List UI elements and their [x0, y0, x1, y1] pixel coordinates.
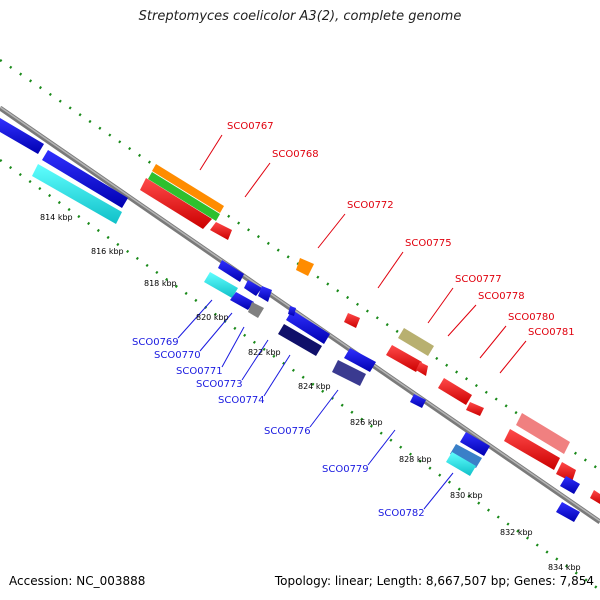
kbp-tick-label: 832 kbp — [500, 528, 533, 537]
kbp-tick-label: 824 kbp — [298, 382, 331, 391]
kbp-tick-label: 814 kbp — [40, 213, 73, 222]
gene-sco0770[interactable] — [230, 292, 254, 310]
gene-sco0773[interactable] — [286, 310, 330, 344]
gene-label-leader-line — [221, 326, 245, 368]
gene-reverse-j[interactable] — [446, 452, 476, 476]
gene-label[interactable]: SCO0776 — [264, 426, 311, 437]
kbp-tick-label: 816 kbp — [91, 247, 124, 256]
gene-label-leader-line — [479, 325, 507, 359]
genome-summary: Topology: linear; Length: 8,667,507 bp; … — [274, 574, 594, 588]
gene-label[interactable]: SCO0774 — [218, 395, 265, 406]
gene-sco0778[interactable] — [416, 362, 428, 376]
gene-forward-f[interactable] — [556, 462, 576, 482]
gene-forward-e[interactable] — [504, 429, 560, 470]
gene-label-leader-line — [447, 304, 477, 337]
gene-sco0771[interactable] — [248, 302, 264, 318]
gene-label[interactable]: SCO0772 — [347, 200, 394, 211]
gene-reverse-g[interactable] — [288, 306, 296, 316]
gene-label[interactable]: SCO0778 — [478, 291, 525, 302]
accession-label: Accession: NC_003888 — [9, 574, 146, 588]
gene-label-leader-line — [427, 287, 454, 324]
gene-label[interactable]: SCO0769 — [132, 337, 179, 348]
gene-sco0782[interactable] — [450, 444, 482, 468]
gene-label[interactable]: SCO0782 — [378, 508, 425, 519]
kbp-tick-label: 820 kbp — [196, 313, 229, 322]
gene-reverse-c[interactable] — [32, 164, 122, 224]
gene-sco0768[interactable] — [148, 172, 220, 221]
gene-reverse-e[interactable] — [244, 280, 262, 296]
gene-forward-g[interactable] — [590, 490, 600, 504]
gene-label-leader-line — [377, 251, 404, 289]
gene-forward-b[interactable] — [210, 222, 232, 240]
gene-label[interactable]: SCO0779 — [322, 464, 369, 475]
outer-dotted-guide-forward — [0, 58, 600, 472]
gene-label-leader-line — [309, 389, 339, 428]
gene-reverse-l[interactable] — [556, 502, 580, 522]
forward-gene-labels: SCO0767SCO0768SCO0772SCO0775SCO0777SCO07… — [199, 121, 575, 374]
reverse-genes[interactable] — [0, 118, 580, 522]
outer-dotted-guide-reverse — [0, 158, 600, 592]
gene-sco0769[interactable] — [204, 272, 238, 298]
gene-label[interactable]: SCO0780 — [508, 312, 555, 323]
gene-reverse-i[interactable] — [410, 394, 426, 408]
gene-sco0767[interactable] — [152, 164, 224, 213]
gene-label-leader-line — [177, 299, 213, 339]
gene-label-leader-line — [499, 340, 527, 374]
gene-sco0780[interactable] — [438, 378, 472, 405]
gene-forward-d[interactable] — [516, 413, 570, 454]
gene-label[interactable]: SCO0770 — [154, 350, 201, 361]
gene-sco0774[interactable] — [278, 324, 322, 356]
gene-sco0777[interactable] — [386, 345, 422, 372]
gene-forward-a[interactable] — [140, 178, 212, 229]
kbp-tick-label: 830 kbp — [450, 491, 483, 500]
gene-label[interactable]: SCO0771 — [176, 366, 223, 377]
gene-forward-c[interactable] — [344, 313, 360, 328]
gene-sco0779[interactable] — [460, 432, 490, 456]
gene-label[interactable]: SCO0773 — [196, 379, 243, 390]
kbp-tick-label: 828 kbp — [399, 455, 432, 464]
gene-reverse-k[interactable] — [560, 476, 580, 494]
forward-genes[interactable] — [140, 164, 600, 504]
gene-label-leader-line — [367, 429, 396, 466]
gene-label[interactable]: SCO0768 — [272, 149, 319, 160]
gene-sco0775[interactable] — [398, 328, 434, 356]
kbp-tick-label: 834 kbp — [548, 563, 581, 572]
gene-label-leader-line — [263, 354, 291, 397]
gene-sco0776[interactable] — [344, 348, 376, 372]
gene-label[interactable]: SCO0777 — [455, 274, 502, 285]
gene-reverse-b[interactable] — [42, 150, 128, 208]
gene-label-leader-line — [317, 213, 346, 249]
gene-sco0772[interactable] — [296, 258, 314, 276]
gene-label[interactable]: SCO0781 — [528, 327, 575, 338]
kbp-tick-label: 826 kbp — [350, 418, 383, 427]
map-title: Streptomyces coelicolor A3(2), complete … — [138, 9, 462, 24]
gene-reverse-f[interactable] — [258, 286, 272, 302]
genome-backbone — [0, 105, 600, 525]
gene-label[interactable]: SCO0775 — [405, 238, 452, 249]
kbp-tick-label: 818 kbp — [144, 279, 177, 288]
gene-label-leader-line — [244, 162, 271, 198]
gene-label-leader-line — [423, 472, 454, 510]
gene-label-leader-line — [241, 339, 269, 381]
gene-reverse-h[interactable] — [332, 360, 366, 386]
gene-sco0781[interactable] — [466, 402, 484, 416]
gene-label[interactable]: SCO0767 — [227, 121, 274, 132]
gene-reverse-d[interactable] — [218, 260, 244, 282]
gene-reverse-a[interactable] — [0, 118, 44, 154]
kbp-tick-labels: 814 kbp 816 kbp 818 kbp 820 kbp 822 kbp 824 k… — [40, 213, 581, 572]
gene-label-leader-line — [199, 134, 223, 171]
gene-label-leader-line — [199, 312, 233, 352]
reverse-gene-labels: SCO0769SCO0770SCO0771SCO0773SCO0774SCO07… — [132, 299, 454, 519]
kbp-tick-label: 822 kbp — [248, 348, 281, 357]
